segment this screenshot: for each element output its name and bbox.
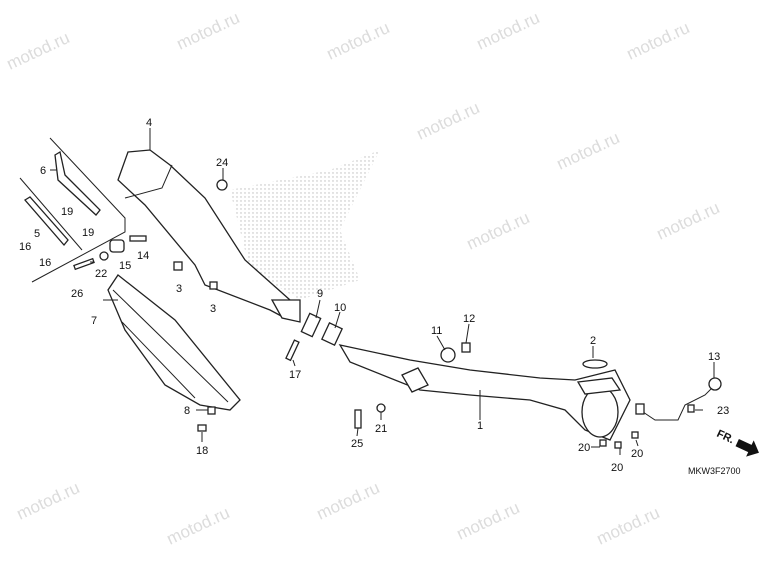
callout-10: 10 [334,302,346,314]
washer-22 [99,251,109,261]
nut-24 [216,179,228,191]
leader-lines [50,128,715,455]
callout-3b: 3 [210,303,216,315]
nut-20c [631,431,639,439]
bolt-25 [354,409,362,429]
callout-20a: 20 [578,442,590,454]
callout-7: 7 [91,315,97,327]
callout-16b: 16 [39,257,51,269]
brand-wing-watermark [230,150,380,300]
callout-9: 9 [317,288,323,300]
callout-19b: 19 [82,227,94,239]
heat-shield [107,274,241,411]
front-arrow-icon [735,438,759,457]
nut-8 [207,406,216,415]
callout-18: 18 [196,445,208,457]
front-direction-indicator: FR. [715,428,759,457]
assembly-box-lines [19,137,126,283]
collar-15 [109,239,125,253]
callout-11: 11 [431,325,442,337]
bracket-6 [54,150,101,216]
callout-3a: 3 [176,283,182,295]
watermark-text: motod.ru [14,478,83,524]
nut-20a [599,439,607,447]
callout-8: 8 [184,405,190,417]
watermark-text: motod.ru [554,128,623,174]
callout-22: 22 [95,268,107,280]
watermark-text: motod.ru [324,18,393,64]
watermark-text: motod.ru [594,503,663,549]
watermark-text: motod.ru [474,8,543,54]
collar-12 [461,342,471,353]
nut-3a [173,261,183,271]
clamp-23 [687,404,695,413]
callout-16a: 16 [19,241,31,253]
watermark-text: motod.ru [174,8,243,54]
callout-25: 25 [351,438,363,450]
watermark-text: motod.ru [4,28,73,74]
watermark-text: motod.ru [464,208,533,254]
callout-15: 15 [119,260,131,272]
front-label: FR. [715,428,736,446]
watermark-text: motod.ru [164,503,233,549]
gasket-2 [582,359,608,369]
grommet-11 [440,347,456,363]
callout-2: 2 [590,335,596,347]
nut-20b [614,441,622,449]
callout-labels: 4 24 6 19 19 5 16 16 14 15 22 26 3 3 7 9… [19,117,729,474]
watermark-text: motod.ru [654,198,723,244]
callout-5: 5 [34,228,40,240]
callout-13: 13 [708,351,720,363]
washer-21 [376,403,386,413]
gasket-10 [320,322,344,346]
bolt-17 [285,339,300,362]
callout-4: 4 [146,117,152,129]
watermark-text: motod.ru [454,498,523,544]
exhaust-pipe [338,344,631,441]
callout-20b: 20 [611,462,623,474]
callout-17: 17 [289,369,301,381]
callout-23: 23 [717,405,729,417]
diagram-code: MKW3F2700 [688,466,741,476]
callout-6: 6 [40,165,46,177]
callout-24: 24 [216,157,228,169]
callout-1: 1 [477,420,483,432]
callout-21: 21 [375,423,387,435]
bolt-14 [129,235,147,242]
callout-19a: 19 [61,206,73,218]
oxygen-sensor [639,384,716,421]
watermark-text: motod.ru [414,98,483,144]
bracket-5 [24,196,69,247]
bolt-26 [73,257,95,271]
gasket-9 [300,312,322,338]
nut-3b [209,281,218,290]
callout-12: 12 [463,313,475,325]
watermark-text: motod.ru [624,18,693,64]
muffler [117,149,301,323]
screw-18 [197,424,207,432]
callout-14: 14 [137,250,149,262]
callout-26: 26 [71,288,83,300]
callout-20c: 20 [631,448,643,460]
watermark-text: motod.ru [314,478,383,524]
